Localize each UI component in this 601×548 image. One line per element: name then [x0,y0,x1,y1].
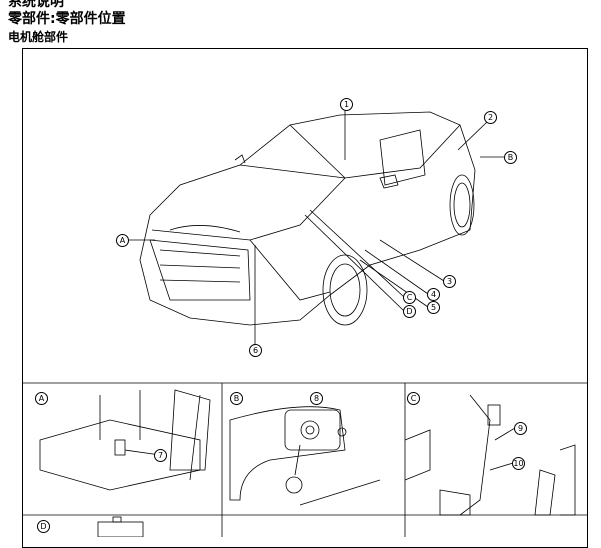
page-title: 零部件:零部件位置 [8,11,126,27]
callout-5: 5 [427,301,440,314]
panel-a-illustration [39,389,211,491]
callout-a: A [116,234,129,247]
callout-d: D [403,305,416,318]
callout-4: 4 [427,288,440,301]
panel-c-label: C [407,392,420,405]
vehicle-illustration [139,111,476,326]
callout-8: 8 [310,392,323,405]
panel-c-illustration [404,394,576,516]
panel-b-illustration [229,406,381,506]
callout-7: 7 [154,449,167,462]
panel-a-label: A [35,392,48,405]
callout-c: C [403,291,416,304]
callout-2: 2 [484,111,497,124]
callout-1: 1 [340,98,353,111]
callout-9: 9 [514,422,527,435]
callout-10: 10 [512,457,525,470]
section-heading: 系统说明 [8,0,64,10]
panel-d-label: D [37,520,50,533]
panel-b-label: B [230,392,243,405]
page-subtitle: 电机舱部件 [8,30,69,44]
callout-3: 3 [443,275,456,288]
callout-6: 6 [249,344,262,357]
component-location-diagram [22,110,588,537]
callout-b: B [504,151,517,164]
panel-d-connector [97,521,144,537]
